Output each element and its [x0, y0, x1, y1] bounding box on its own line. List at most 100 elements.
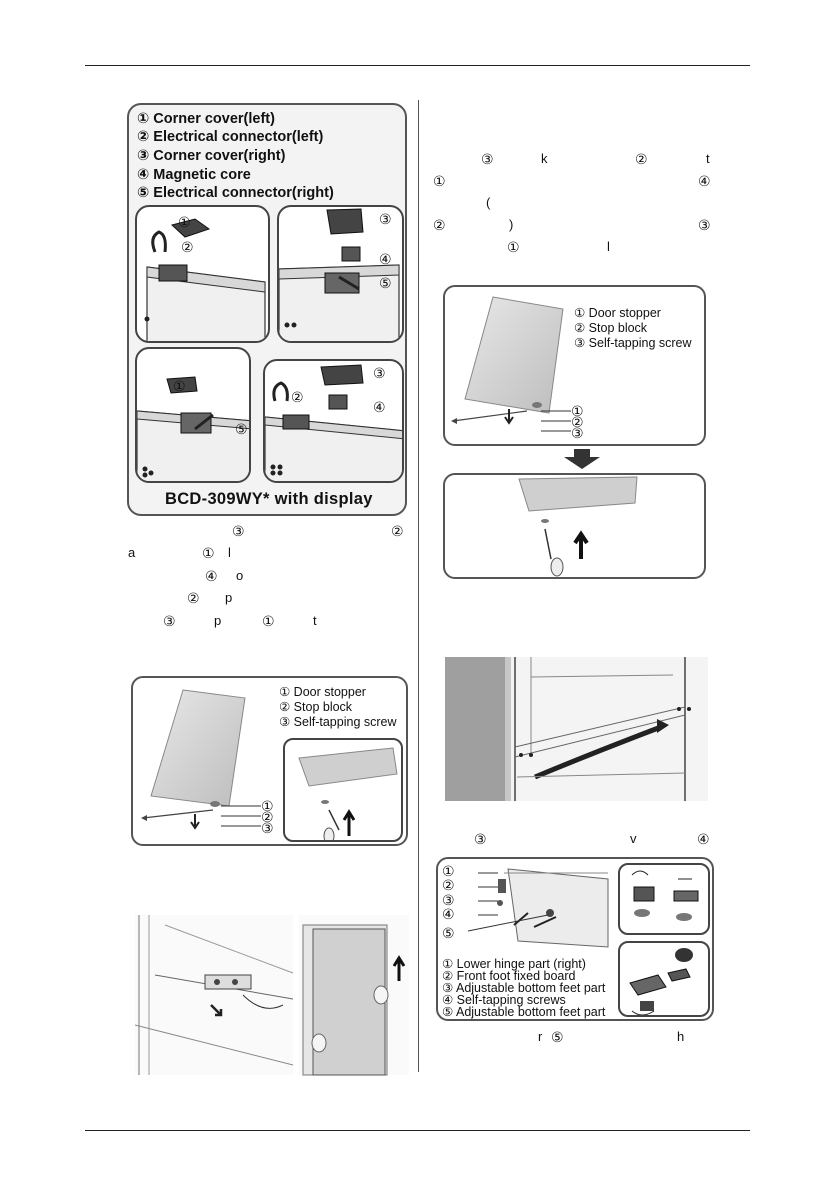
callout-1: ①	[571, 403, 584, 419]
text-fragment: ⑤	[551, 1029, 564, 1045]
fridge-door-photo	[445, 657, 708, 801]
callout-2: ②	[571, 414, 584, 430]
adjustable-foot-detail-illustration	[629, 948, 693, 1015]
callout-5: ⑤	[235, 421, 248, 437]
legend-item: ⑤ Adjustable bottom feet part	[442, 1005, 606, 1019]
column-divider	[418, 100, 419, 1072]
text-fragment: t	[313, 613, 317, 628]
callout-3: ③	[373, 365, 386, 381]
legend-item: ② Stop block	[279, 700, 353, 714]
fridge-top-connector-illustration	[137, 376, 249, 481]
callout-1: ①	[442, 863, 455, 879]
legend-item: ① Door stopper	[574, 306, 661, 320]
legend-item: ① Door stopper	[279, 685, 366, 699]
model-label: BCD-309WY* with display	[165, 490, 373, 508]
legend-item: ② Front foot fixed board	[442, 969, 576, 983]
door-stopper-install-figure	[443, 473, 706, 579]
text-fragment: ②	[635, 151, 648, 167]
text-fragment: ①	[507, 239, 520, 255]
text-fragment: ①	[433, 173, 446, 189]
text-fragment: l	[607, 239, 610, 254]
callout-2: ②	[261, 809, 274, 825]
lower-hinge-feet-illustration	[467, 868, 609, 948]
legend-item: ③ Self-tapping screw	[574, 336, 692, 350]
legend-item: ② Stop block	[574, 321, 648, 335]
text-fragment: p	[214, 613, 222, 628]
connector-step-3: ① ⑤	[135, 347, 251, 483]
callout-3: ③	[379, 211, 392, 227]
adjustable-feet-figure: ① ② ③ ④ ⑤ ① Lower hinge part (right) ② F…	[436, 857, 714, 1021]
legend-item: ② Electrical connector(left)	[137, 129, 324, 145]
legend-item: ④ Self-tapping screws	[442, 993, 566, 1007]
fridge-top-right-illustration	[279, 208, 400, 341]
text-fragment: v	[630, 831, 637, 846]
screwdriver-install-illustration	[518, 476, 638, 577]
text-fragment: l	[228, 545, 231, 560]
header-rule	[85, 65, 750, 66]
text-fragment: (	[486, 195, 491, 210]
text-fragment: ②	[187, 590, 200, 606]
text-fragment: ③	[698, 217, 711, 233]
callout-3: ③	[571, 425, 584, 441]
text-fragment: t	[706, 151, 710, 166]
door-lift-illustration	[299, 915, 409, 1076]
lower-hinge-illustration	[134, 915, 294, 1075]
text-fragment: ②	[391, 523, 404, 539]
legend-item: ⑤ Electrical connector(right)	[137, 185, 334, 201]
text-fragment: o	[236, 568, 244, 583]
text-fragment: k	[541, 151, 548, 166]
callout-3: ③	[261, 820, 274, 836]
text-fragment: ③	[163, 613, 176, 629]
text-fragment: )	[509, 217, 514, 232]
text-fragment: ①	[202, 545, 215, 561]
connector-step-2: ③ ④ ⑤	[277, 205, 404, 343]
text-fragment: h	[677, 1029, 685, 1044]
text-fragment: ①	[262, 613, 275, 629]
text-fragment: ④	[205, 568, 218, 584]
text-fragment: ③	[232, 523, 245, 539]
feet-detail-inset-2	[618, 941, 710, 1017]
legend-item: ③ Self-tapping screw	[279, 715, 397, 729]
callout-3: ③	[442, 892, 455, 908]
door-stopper-figure-right: ① ② ③ ① Door stopper ② Stop block ③ Self…	[443, 285, 706, 446]
text-fragment: ②	[433, 217, 446, 233]
callout-5: ⑤	[379, 275, 392, 291]
callout-2: ②	[442, 877, 455, 893]
text-fragment: ③	[481, 151, 494, 167]
connector-figure: ① Corner cover(left) ② Electrical connec…	[127, 103, 407, 516]
door-stopper-figure-left: ① ② ③ ① Door stopper ② Stop block ③ Self…	[131, 676, 408, 846]
fridge-top-full-illustration	[265, 364, 402, 481]
stopper-install-inset	[283, 738, 403, 842]
door-panel-illustration	[141, 689, 261, 830]
callout-2: ②	[291, 389, 304, 405]
callout-1: ①	[261, 798, 274, 814]
callout-1: ①	[178, 214, 191, 230]
callout-4: ④	[373, 399, 386, 415]
feet-detail-inset-1	[618, 863, 710, 935]
text-fragment: ③	[474, 831, 487, 847]
callout-1: ①	[173, 378, 186, 394]
door-panel-illustration	[451, 296, 564, 425]
text-fragment: r	[538, 1029, 543, 1044]
screwdriver-install-illustration	[298, 747, 398, 840]
legend-item: ③ Adjustable bottom feet part	[442, 981, 606, 995]
callout-4: ④	[442, 906, 455, 922]
fridge-interior-illustration	[445, 657, 708, 801]
down-arrow-icon	[564, 449, 600, 469]
footer-rule	[85, 1130, 750, 1131]
legend-item: ① Corner cover(left)	[137, 111, 275, 127]
legend-item: ③ Corner cover(right)	[137, 148, 286, 164]
hinge-foot-detail-illustration	[631, 870, 699, 921]
callout-5: ⑤	[442, 925, 455, 941]
callout-2: ②	[181, 239, 194, 255]
legend-item: ④ Magnetic core	[137, 167, 251, 183]
connector-step-4: ② ③ ④	[263, 359, 404, 483]
text-fragment: a	[128, 545, 136, 560]
callout-4: ④	[379, 251, 392, 267]
text-fragment: ④	[698, 173, 711, 189]
connector-step-1: ① ②	[135, 205, 270, 343]
text-fragment: p	[225, 590, 233, 605]
callout-leader-lines	[541, 410, 571, 432]
fridge-top-left-illustration	[144, 218, 266, 341]
text-fragment: ④	[697, 831, 710, 847]
